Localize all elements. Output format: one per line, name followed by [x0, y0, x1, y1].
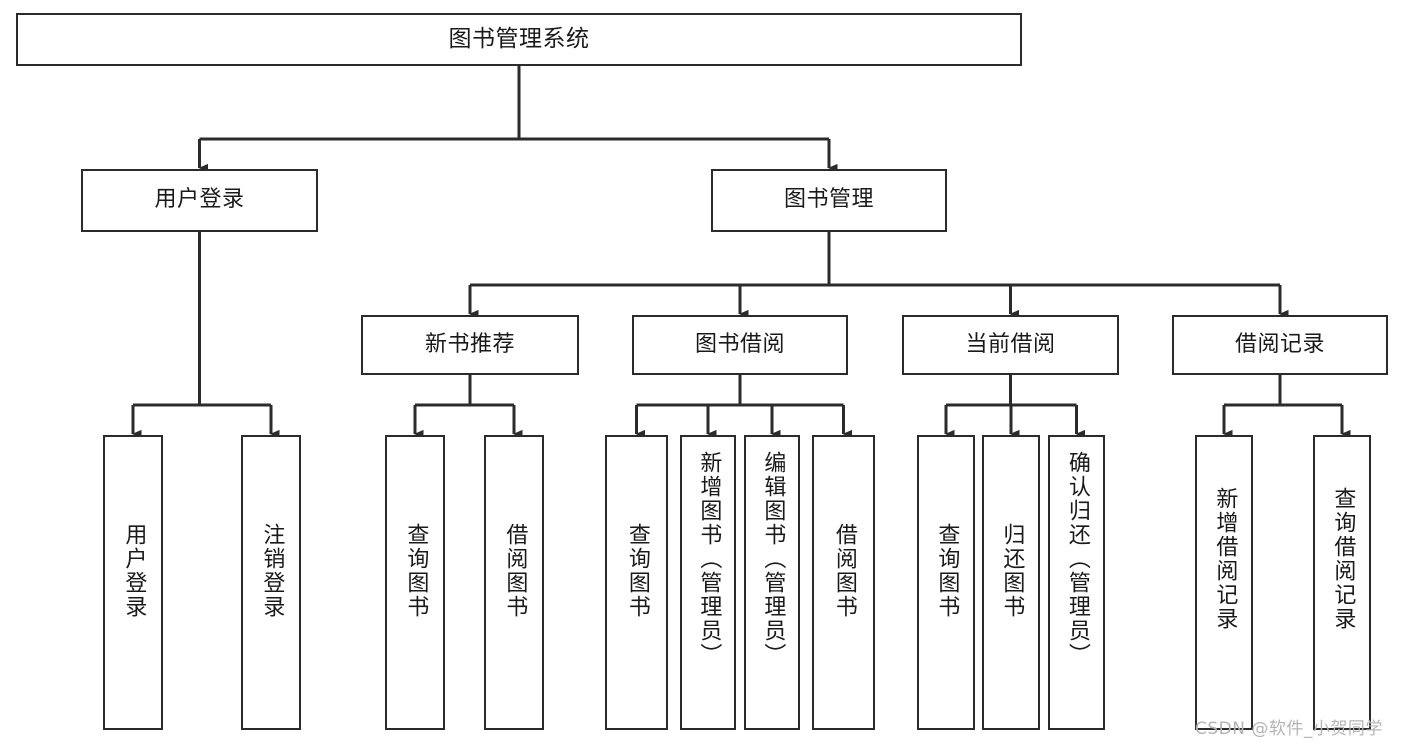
node-leaf-edit-book-label: 编辑图书（管理员）	[760, 451, 786, 667]
node-leaf-return-book[interactable]: 归还图书	[982, 435, 1040, 730]
node-leaf-borrow-book-2[interactable]: 借阅图书	[812, 435, 875, 730]
node-leaf-query-book-2-label: 查询图书	[624, 523, 650, 619]
node-leaf-add-record[interactable]: 新增借阅记录	[1195, 435, 1253, 730]
node-leaf-user-logout[interactable]: 注销登录	[241, 435, 301, 730]
node-borrow-record-label: 借阅记录	[1234, 331, 1325, 357]
node-leaf-user-login-label: 用户登录	[121, 523, 147, 619]
node-book-borrow-label: 图书借阅	[694, 331, 785, 357]
node-user-login-label: 用户登录	[154, 187, 245, 213]
node-current-borrow-label: 当前借阅	[965, 331, 1056, 357]
node-root[interactable]: 图书管理系统	[16, 13, 1022, 66]
node-leaf-edit-book[interactable]: 编辑图书（管理员）	[744, 435, 800, 730]
node-leaf-confirm-return-label: 确认归还（管理员）	[1064, 451, 1090, 667]
node-leaf-query-book-2[interactable]: 查询图书	[605, 435, 668, 730]
node-leaf-return-book-label: 归还图书	[999, 523, 1025, 619]
node-book-manage-label: 图书管理	[783, 187, 874, 213]
edge-group	[131, 66, 1351, 439]
node-new-book-rec[interactable]: 新书推荐	[361, 315, 579, 375]
node-leaf-add-book[interactable]: 新增图书（管理员）	[680, 435, 736, 730]
node-leaf-query-book-3[interactable]: 查询图书	[917, 435, 975, 730]
node-leaf-query-book-1[interactable]: 查询图书	[385, 435, 445, 730]
node-current-borrow[interactable]: 当前借阅	[902, 315, 1119, 375]
node-leaf-query-book-3-label: 查询图书	[934, 523, 960, 619]
node-leaf-user-login[interactable]: 用户登录	[103, 435, 163, 730]
node-leaf-borrow-book-1-label: 借阅图书	[502, 523, 528, 619]
node-leaf-query-record-label: 查询借阅记录	[1330, 487, 1356, 631]
node-root-label: 图书管理系统	[448, 26, 590, 53]
node-leaf-user-logout-label: 注销登录	[259, 523, 285, 619]
node-leaf-add-book-label: 新增图书（管理员）	[696, 451, 722, 667]
node-leaf-borrow-book-2-label: 借阅图书	[831, 523, 857, 619]
node-book-manage[interactable]: 图书管理	[711, 169, 947, 232]
node-leaf-query-record[interactable]: 查询借阅记录	[1313, 435, 1371, 730]
node-leaf-borrow-book-1[interactable]: 借阅图书	[484, 435, 544, 730]
node-new-book-rec-label: 新书推荐	[424, 331, 515, 357]
node-leaf-confirm-return[interactable]: 确认归还（管理员）	[1048, 435, 1105, 730]
node-borrow-record[interactable]: 借阅记录	[1172, 315, 1388, 375]
node-user-login[interactable]: 用户登录	[81, 169, 318, 232]
node-book-borrow[interactable]: 图书借阅	[632, 315, 848, 375]
node-leaf-query-book-1-label: 查询图书	[403, 523, 429, 619]
node-leaf-add-record-label: 新增借阅记录	[1212, 487, 1238, 631]
